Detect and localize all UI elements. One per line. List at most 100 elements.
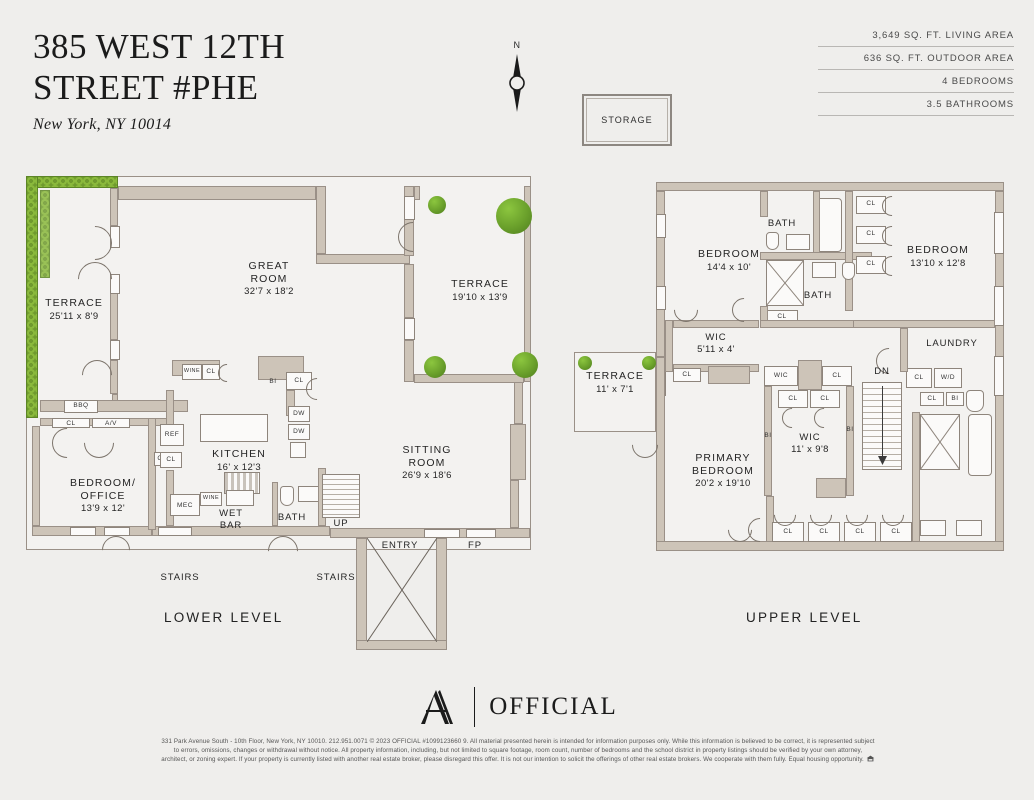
closet-label-u-cl6: CL xyxy=(832,372,842,379)
closet-label-u-cl11: CL xyxy=(819,528,829,535)
fp-label: FP xyxy=(468,540,482,551)
up-label: UP xyxy=(333,518,349,529)
wall-great-right-jog xyxy=(316,254,410,264)
closet-label-av: A/V xyxy=(105,420,117,427)
toilet-u3 xyxy=(966,390,984,412)
window-upper-l2 xyxy=(656,286,666,310)
storage-label: STORAGE xyxy=(601,115,653,125)
room-label-wic-big: WIC 11' x 9'8 xyxy=(791,432,829,455)
closet-label-u-cl9: CL xyxy=(820,395,830,402)
stat-outdoor-area: 636 SQ. FT. OUTDOOR AREA xyxy=(818,53,1014,70)
closet-label-u-cl5: CL xyxy=(682,371,692,378)
window-upper-r2 xyxy=(994,286,1004,326)
wall-bath-u1 xyxy=(760,191,768,217)
room-label-upper-terrace: TERRACE 11' x 7'1 xyxy=(586,370,644,395)
closet-label-u-cl1: CL xyxy=(777,313,787,320)
toilet-u1 xyxy=(766,232,779,250)
wall-wic-big-right xyxy=(846,386,854,496)
tree-icon-1 xyxy=(428,196,446,214)
equal-housing-icon xyxy=(866,755,875,762)
wic-label-mid: WIC xyxy=(773,372,789,379)
ref-label: REF xyxy=(164,431,180,438)
bath-label-lower: BATH xyxy=(277,512,307,523)
closet-wic-mid xyxy=(764,366,798,386)
wall-great-right-lower xyxy=(404,264,414,318)
bath-label-u1: BATH xyxy=(767,218,797,229)
wall-bath-u-right xyxy=(845,191,853,311)
stairs-label-2: STAIRS xyxy=(316,572,356,583)
closet-u-cl4 xyxy=(856,256,886,274)
wall-terrace-c xyxy=(110,360,118,394)
closet-u-cl11 xyxy=(808,522,840,542)
window-lower-1 xyxy=(158,527,192,536)
window-bo-1 xyxy=(70,527,96,536)
elevator-shaft-x xyxy=(367,538,437,642)
mec-label: MEC xyxy=(177,502,193,509)
dishwasher-1 xyxy=(288,406,310,422)
closet-label-u-cl8: CL xyxy=(788,395,798,402)
wine-label-2: WINE xyxy=(202,495,220,501)
window-great-2 xyxy=(404,318,415,340)
bi-label-1: BI xyxy=(269,378,277,385)
closet-label-cl-1: CL xyxy=(66,420,76,427)
wall-wic-left xyxy=(665,320,673,372)
stairs-label-1: STAIRS xyxy=(160,572,200,583)
bar-sink xyxy=(226,490,254,506)
stat-bedrooms: 4 BEDROOMS xyxy=(818,76,1014,93)
lower-level-plan: TERRACE 25'11 x 8'9 BBQ CL A/V CL BEDROO… xyxy=(0,0,560,660)
stat-living-area: 3,649 SQ. FT. LIVING AREA xyxy=(818,30,1014,47)
room-label-primary-bedroom: PRIMARY BEDROOM 20'2 x 19'10 xyxy=(692,452,754,489)
brand-name: OFFICIAL xyxy=(489,693,618,720)
wall-upper-left-b xyxy=(656,357,665,547)
closet-u-cl9 xyxy=(810,390,840,408)
wall-sitting-right-a xyxy=(514,382,523,424)
closet-u-cl10 xyxy=(772,522,804,542)
staircase-up xyxy=(322,474,360,518)
wall-great-top xyxy=(118,186,316,200)
bi-label-u2: BI xyxy=(846,426,854,433)
wall-upper-left xyxy=(656,191,665,357)
tree-icon-4 xyxy=(512,352,538,378)
mec-room xyxy=(170,494,200,516)
wall-terrace-a xyxy=(110,188,118,226)
wine-cooler-2 xyxy=(200,492,222,506)
closet-cl-1 xyxy=(52,418,90,428)
wall-terrace2-right xyxy=(524,186,531,382)
wall-terrace2-a xyxy=(414,186,420,200)
storage-box: STORAGE xyxy=(582,94,672,146)
closet-u-cl14 xyxy=(920,392,944,406)
closet-label-cl-5: CL xyxy=(166,456,176,463)
hedge-inner xyxy=(40,190,50,278)
room-label-kitchen: KITCHEN 16' x 12'3 xyxy=(212,448,266,473)
shower-x-icon-2 xyxy=(920,414,960,470)
wall-bath-u-bottom xyxy=(760,320,856,328)
wall-bo-right xyxy=(148,418,156,530)
stairs-direction-arrow xyxy=(878,386,887,465)
bathtub-primary xyxy=(968,414,992,476)
closet-label-u-cl12: CL xyxy=(855,528,865,535)
closet-label-u-cl10: CL xyxy=(783,528,793,535)
window-great-1 xyxy=(404,196,415,220)
entry-label: ENTRY xyxy=(381,540,419,551)
wall-entry-bottom xyxy=(356,640,447,650)
dishwasher-2 xyxy=(288,424,310,440)
closet-u-cl6 xyxy=(822,366,852,386)
brand-footer: OFFICIAL xyxy=(0,686,1034,728)
wine-label-1: WINE xyxy=(183,368,201,374)
closet-cl-5 xyxy=(160,452,182,468)
wall-great-right-upper xyxy=(316,186,326,254)
window-terrace-c xyxy=(110,340,120,360)
wall-wic-top xyxy=(673,320,759,328)
hedge-left xyxy=(26,176,38,418)
wall-wic-mid xyxy=(798,360,822,390)
closet-u-bi xyxy=(946,392,964,406)
refrigerator xyxy=(160,424,184,446)
bbq-label: BBQ xyxy=(73,402,89,409)
wall-primary-bath-left xyxy=(912,412,920,542)
bi-label-u1: BI xyxy=(764,432,772,439)
subtitle-location: New York, NY 10014 xyxy=(33,116,172,133)
wall-terrace2-bottom xyxy=(414,374,524,383)
toilet-lower xyxy=(280,486,294,506)
toilet-u2 xyxy=(842,262,855,280)
